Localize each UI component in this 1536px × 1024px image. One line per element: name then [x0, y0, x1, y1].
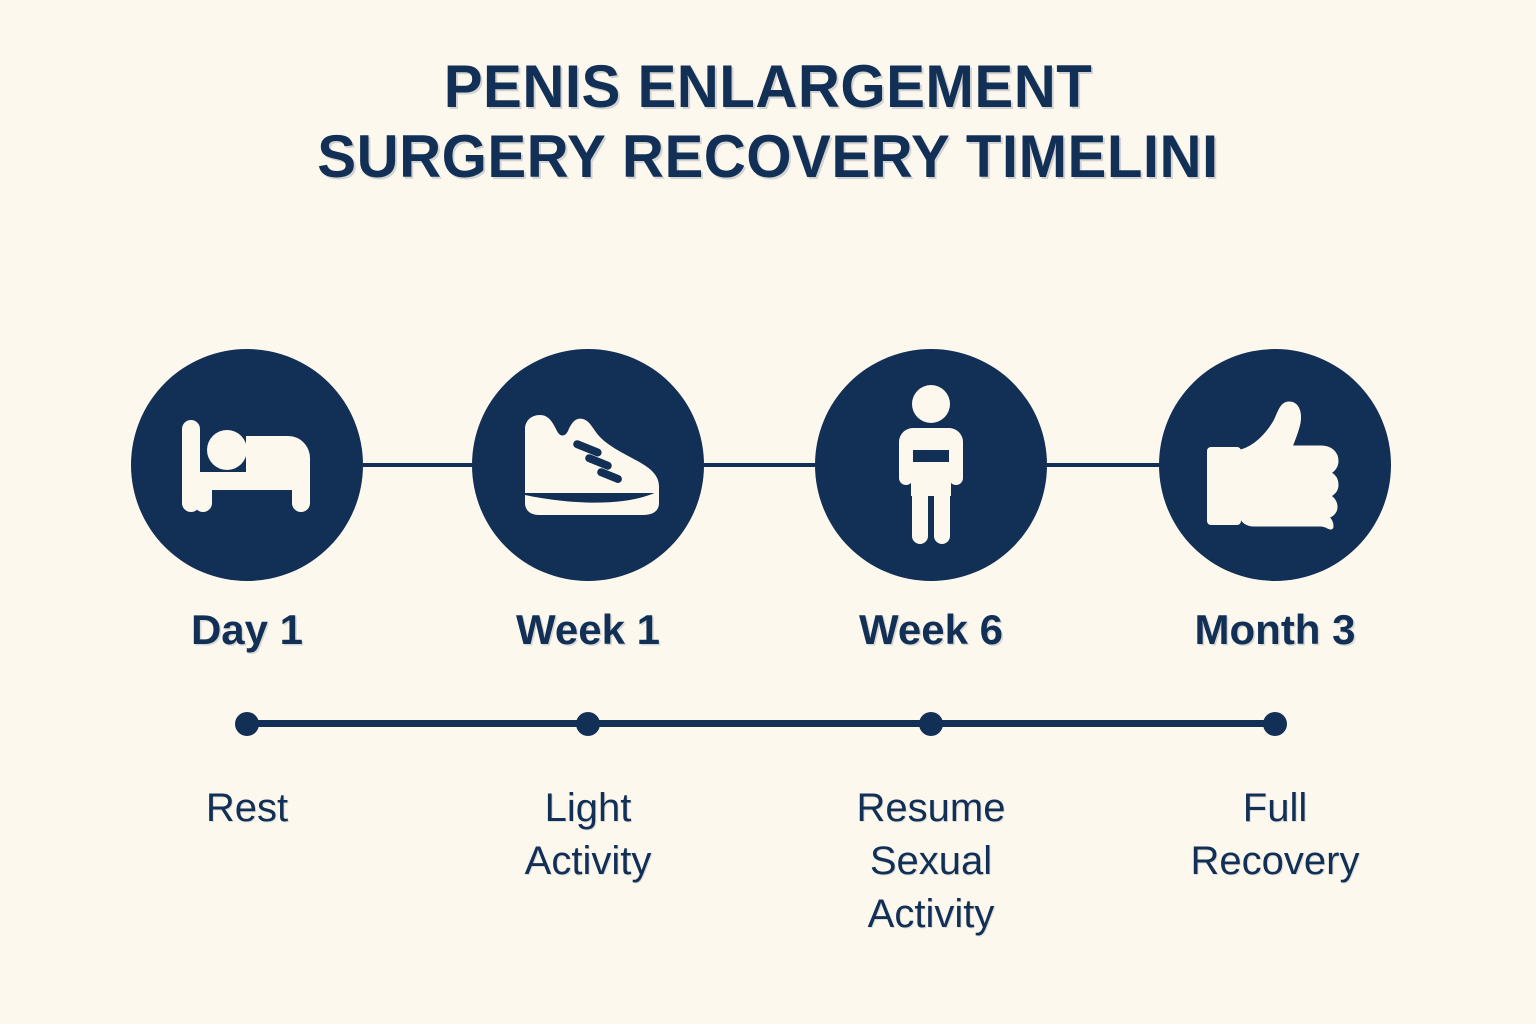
person-standing-icon: [889, 384, 973, 546]
phase-line: Full: [1242, 786, 1308, 830]
phase-line: Activity: [524, 839, 652, 883]
phase-line: Light: [544, 786, 632, 830]
page-title: PENIS ENLARGEMENT SURGERY RECOVERY TIMEL…: [0, 52, 1536, 192]
phase-desc-day-1: Rest: [87, 782, 407, 835]
stage-circle-day-1[interactable]: [131, 349, 363, 581]
milestone-label-day-1: Day 1: [190, 606, 304, 653]
milestone-label-month-3: Month 3: [1194, 606, 1356, 653]
milestone-label-row: Day 1 Week 1 Week 6 Month 3: [0, 604, 1536, 664]
timeline-dot-month-3[interactable]: [1263, 712, 1287, 736]
phase-line: Activity: [867, 892, 995, 936]
phase-line: Sexual: [869, 839, 993, 883]
phase-line: Recovery: [1190, 839, 1360, 883]
bed-icon: [180, 410, 314, 520]
stage-connector-2: [704, 463, 815, 467]
title-line-1: PENIS ENLARGEMENT: [443, 53, 1093, 120]
sneaker-icon: [513, 409, 663, 521]
stage-connector-3: [1047, 463, 1159, 467]
phase-line: Rest: [205, 786, 289, 830]
stage-circle-week-1[interactable]: [472, 349, 704, 581]
stage-circle-month-3[interactable]: [1159, 349, 1391, 581]
timeline-dot-week-6[interactable]: [919, 712, 943, 736]
timeline-dot-day-1[interactable]: [235, 712, 259, 736]
milestone-label-week-6: Week 6: [859, 606, 1003, 653]
timeline-stage-row: [0, 349, 1536, 581]
phase-desc-week-1: Light Activity: [428, 782, 748, 888]
timeline-rail: [247, 720, 1275, 727]
stage-circle-week-6[interactable]: [815, 349, 1047, 581]
timeline-dot-week-1[interactable]: [576, 712, 600, 736]
thumbs-up-icon: [1205, 399, 1345, 531]
phase-desc-week-6: Resume Sexual Activity: [771, 782, 1091, 941]
stage-connector-1: [363, 463, 472, 467]
milestone-label-week-1: Week 1: [516, 606, 660, 653]
phase-description-row: Rest Light Activity Resume Sexual Activi…: [0, 782, 1536, 1002]
phase-desc-month-3: Full Recovery: [1115, 782, 1435, 888]
progress-timeline: [0, 700, 1536, 750]
phase-line: Resume: [856, 786, 1006, 830]
title-line-2: SURGERY RECOVERY TIMELINI: [317, 123, 1219, 190]
